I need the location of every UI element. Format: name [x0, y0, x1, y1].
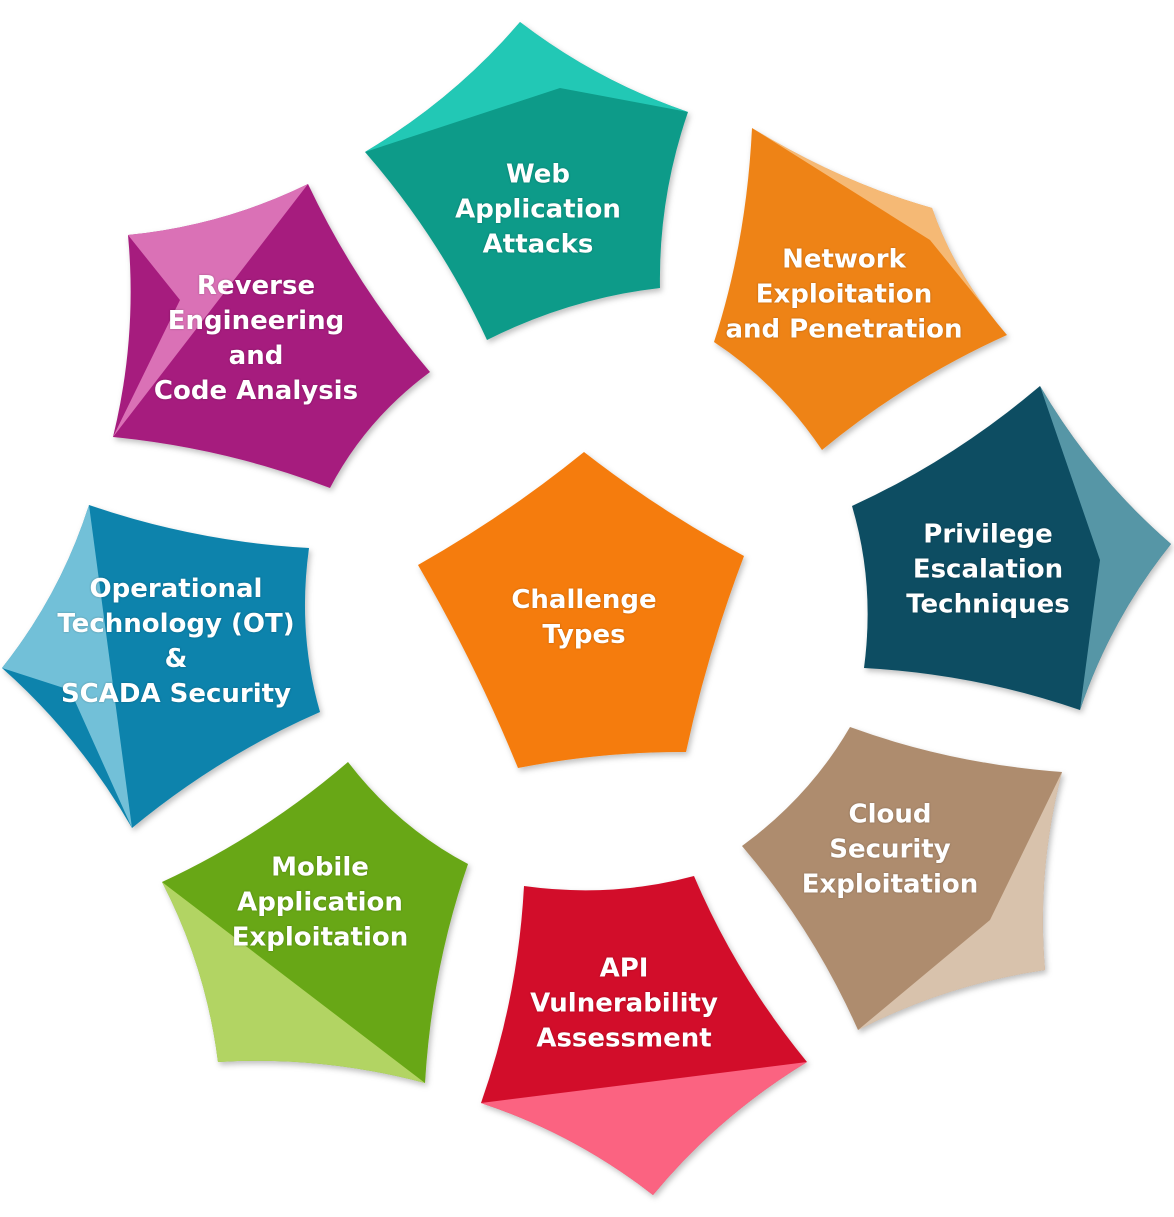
label-line: Techniques	[906, 589, 1070, 620]
label-cloud-security: Cloud Security Exploitation	[802, 798, 979, 903]
label-line: Operational	[89, 574, 263, 604]
label-line: API	[599, 953, 649, 984]
label-line: Code Analysis	[153, 376, 359, 406]
label-line: Escalation	[912, 554, 1064, 585]
label-line: &	[164, 644, 188, 674]
label-operational-technology: Operational Technology (OT) & SCADA Secu…	[57, 572, 294, 712]
center-pentagon	[418, 452, 744, 768]
label-line: Web	[506, 159, 570, 190]
segment-highlight	[481, 1062, 807, 1195]
label-line: Network	[782, 244, 906, 275]
label-reverse-engineering: Reverse Engineering and Code Analysis	[154, 269, 358, 409]
label-line: Privilege	[923, 519, 1053, 550]
segment-operational-technology	[2, 505, 320, 828]
segment-privilege-escalation	[852, 386, 1171, 710]
label-line: Application	[237, 887, 403, 918]
label-web-application-attacks: Web Application Attacks	[455, 158, 621, 263]
label-line: Attacks	[482, 229, 594, 260]
label-line: Cloud	[848, 799, 932, 830]
segment-reverse-engineering	[113, 184, 430, 488]
label-line: Engineering	[167, 306, 345, 336]
segment-shape	[714, 128, 1007, 450]
label-line: and Penetration	[725, 314, 963, 345]
label-line: Assessment	[536, 1023, 712, 1054]
label-line: Exploitation	[231, 922, 409, 953]
label-line: and	[228, 341, 284, 371]
label-line: Mobile	[271, 852, 369, 883]
segment-cloud-security	[742, 727, 1062, 1030]
label-line: Reverse	[196, 271, 316, 301]
label-line: Exploitation	[755, 279, 933, 310]
label-line: Exploitation	[801, 869, 979, 900]
center-label-line: Challenge	[511, 585, 657, 615]
segment-highlight	[1040, 386, 1171, 710]
segment-network-exploitation	[714, 128, 1007, 450]
segment-highlight	[858, 772, 1062, 1030]
label-network-exploitation: Network Exploitation and Penetration	[725, 243, 962, 348]
center-shape	[418, 452, 744, 768]
segment-api-vulnerability	[481, 876, 807, 1195]
segment-highlight	[365, 22, 688, 152]
label-privilege-escalation: Privilege Escalation Techniques	[906, 518, 1070, 623]
center-label: Challenge Types	[511, 583, 656, 653]
segment-mobile-application	[162, 762, 468, 1083]
center-label-line: Types	[542, 620, 626, 650]
label-line: Vulnerability	[530, 988, 718, 1019]
segment-web-application-attacks	[365, 22, 688, 340]
segment-highlight	[113, 184, 308, 437]
label-line: Security	[829, 834, 951, 865]
label-line: SCADA Security	[60, 679, 292, 709]
segment-highlight	[2, 505, 132, 828]
label-line: Technology (OT)	[57, 609, 295, 639]
segment-highlight	[162, 882, 425, 1083]
label-line: Application	[455, 194, 621, 225]
label-mobile-application: Mobile Application Exploitation	[232, 851, 409, 956]
label-api-vulnerability: API Vulnerability Assessment	[530, 952, 718, 1057]
